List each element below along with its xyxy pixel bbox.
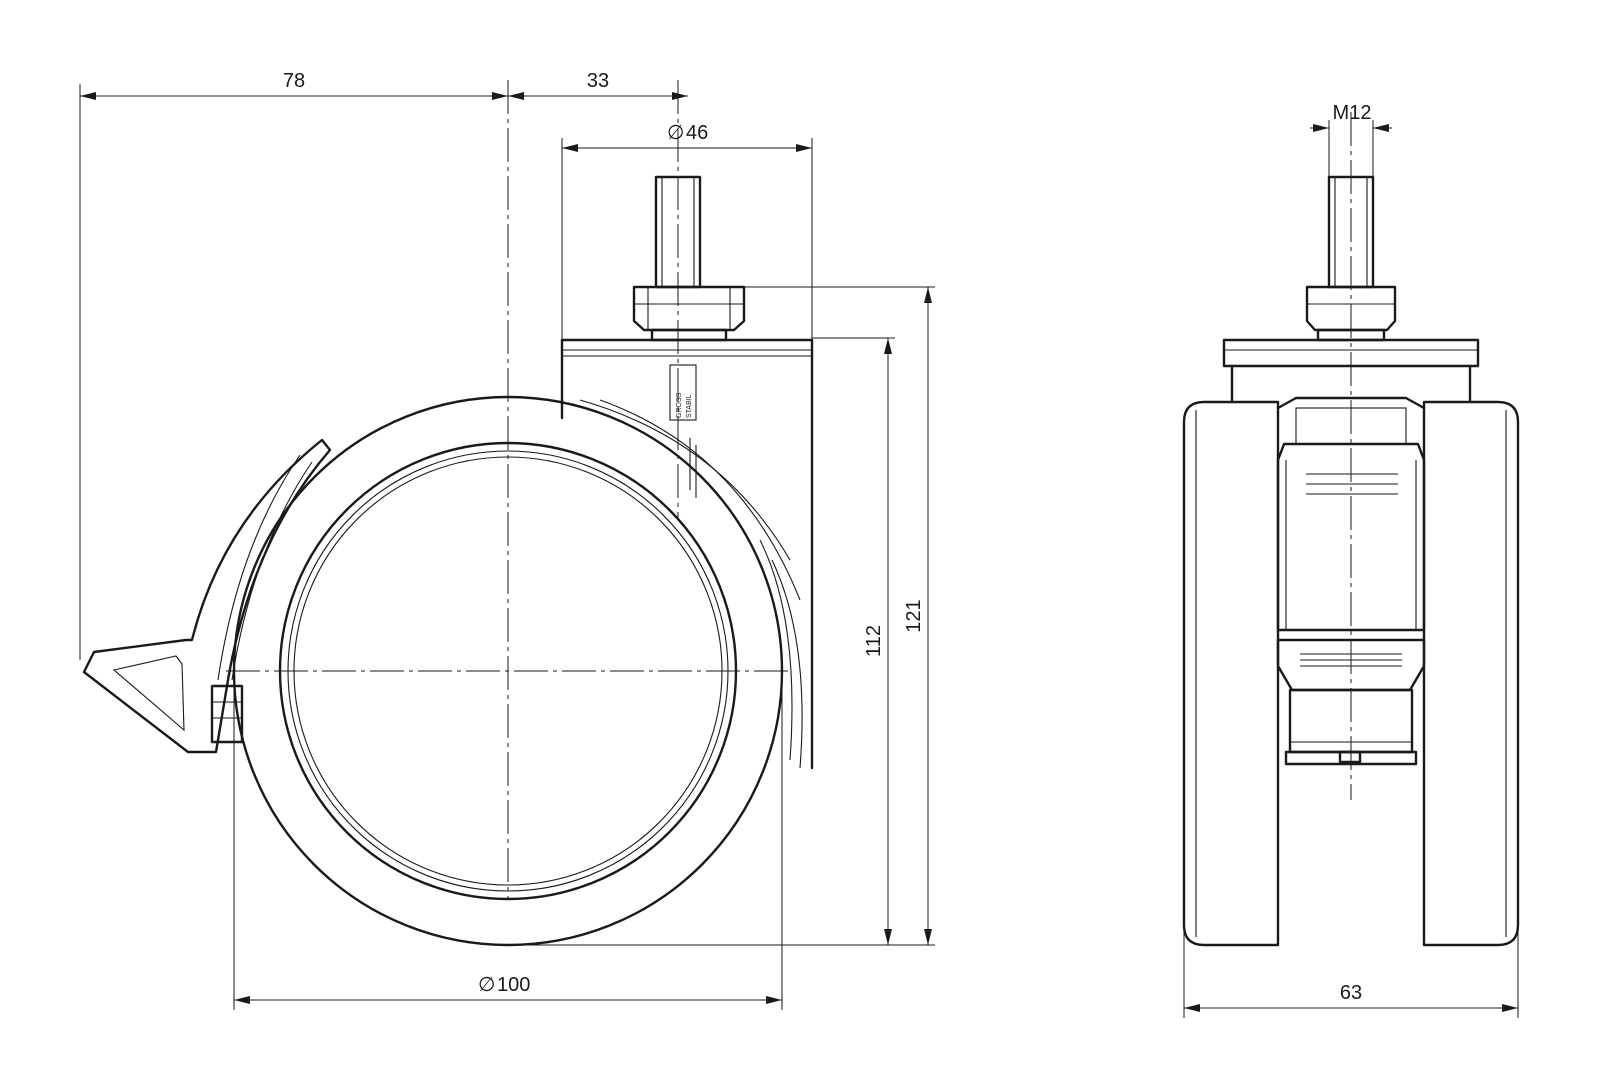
diameter-symbol: ∅ [667, 122, 684, 144]
dimension-46-label: 46 [686, 122, 708, 144]
dimension-63-label: 63 [1340, 982, 1362, 1004]
diameter-symbol-100: ∅ [478, 974, 495, 996]
dimension-m12-label: M12 [1333, 102, 1372, 124]
side-view: GROSS STABIL [79, 70, 935, 1010]
dimension-121: 121 [744, 286, 935, 945]
housing [560, 338, 814, 770]
stem [632, 175, 746, 342]
dimension-m12: M12 [1310, 102, 1392, 177]
brake-lever [82, 438, 332, 754]
dimension-33: 33 [508, 70, 688, 100]
dimension-100-label: 100 [497, 974, 530, 996]
dimension-78-label: 78 [283, 70, 305, 92]
dimension-78: 78 [79, 70, 508, 660]
dimension-112-label: 112 [863, 625, 885, 657]
brand-logo: GROSS STABIL [669, 364, 697, 421]
dimension-diameter-46: ∅ 46 [561, 122, 813, 340]
dimension-33-label: 33 [587, 70, 609, 92]
dimension-63: 63 [1183, 925, 1519, 1018]
dimension-diameter-100: ∅ 100 [233, 676, 783, 1010]
logo-text-1: GROSS [676, 392, 683, 418]
dimension-112: 112 [512, 337, 935, 946]
logo-text-2: STABIL [686, 394, 693, 418]
dimension-121-label: 121 [903, 599, 925, 632]
front-view: M12 63 [1182, 102, 1520, 1018]
